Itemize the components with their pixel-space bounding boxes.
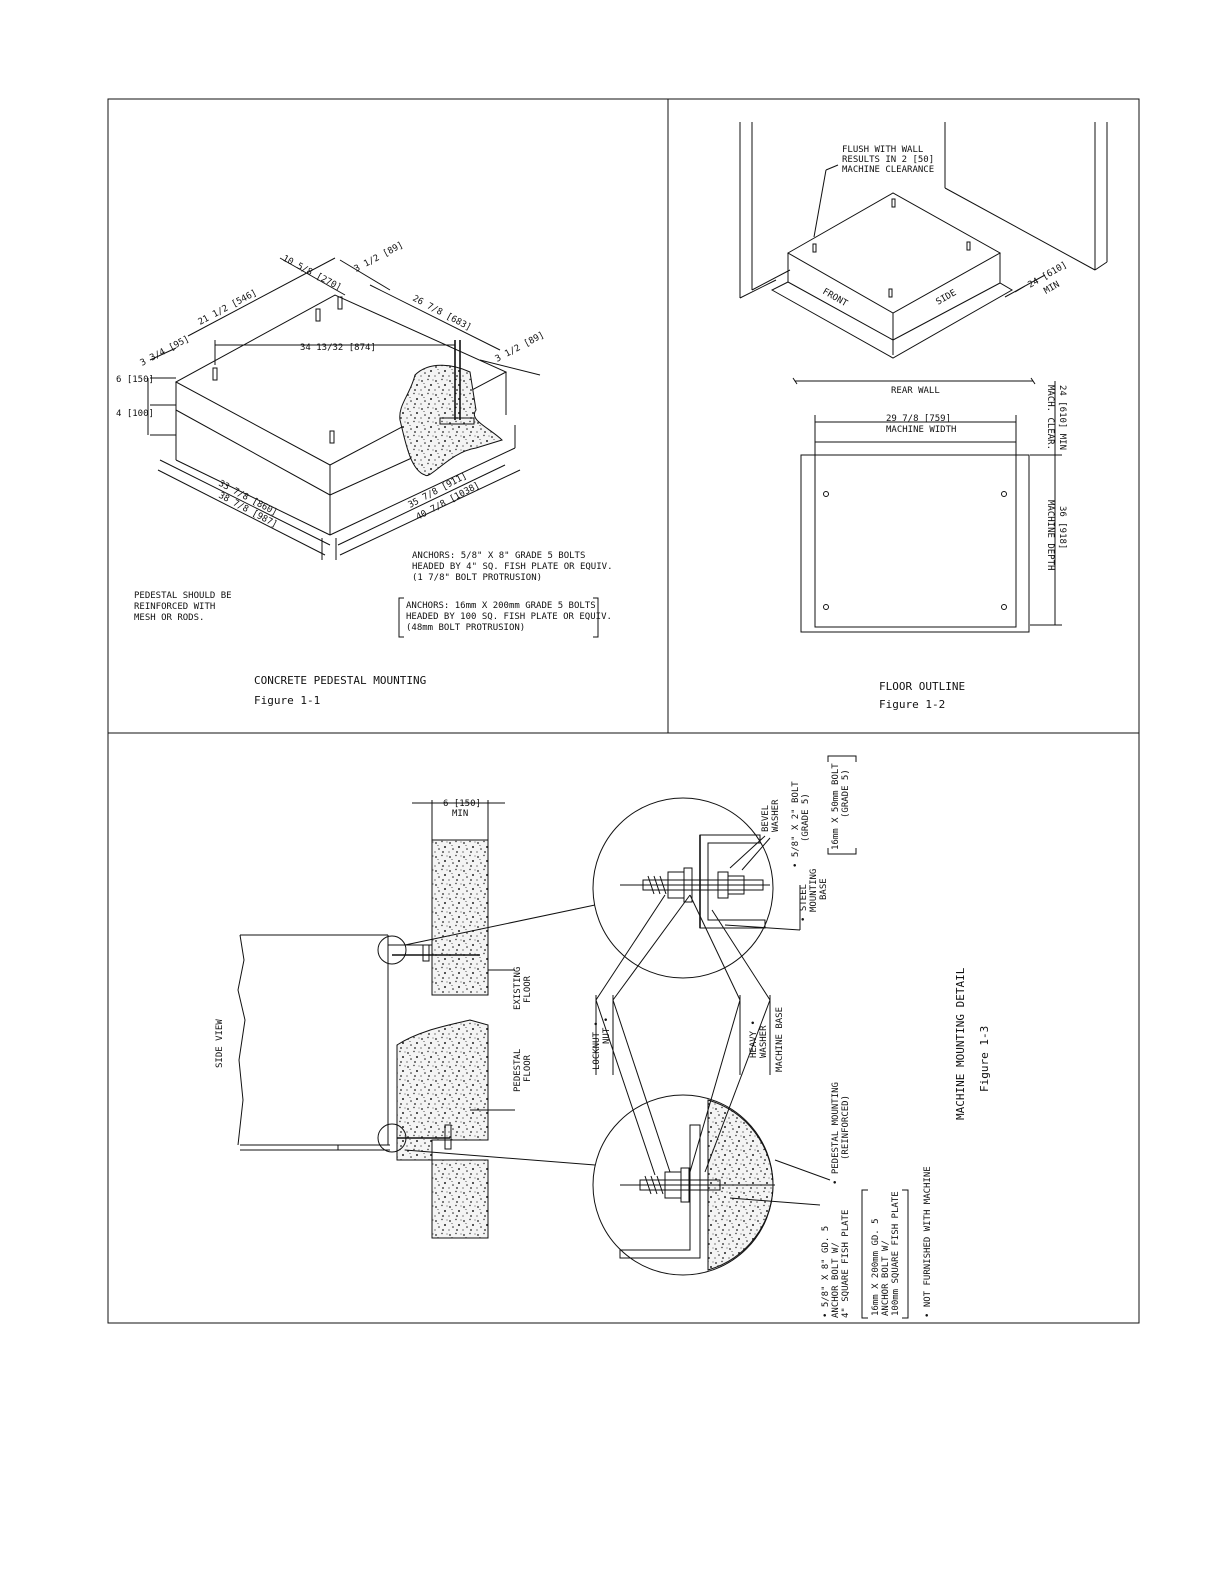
anchor-in-line-3: 4" SQUARE FISH PLATE: [841, 1210, 851, 1318]
existing-floor-line-2: FLOOR: [523, 975, 533, 1003]
dim-min-label: MIN: [452, 809, 468, 819]
heavy-washer-line-1: HEAVY •: [749, 1020, 759, 1058]
figure-1-3-upper-detail: [592, 797, 801, 979]
figure-1-2-number: Figure 1-2: [879, 698, 945, 711]
flush-note-line-2: RESULTS IN 2 [50]: [842, 155, 934, 165]
bolt-in-line-2: (GRADE 5): [801, 793, 811, 842]
pedestal-note-line-2: REINFORCED WITH: [134, 602, 215, 612]
figure-1-1-notes: ANCHORS: 5/8" X 8" GRADE 5 BOLTS HEADED …: [134, 551, 612, 707]
mach-clear-line-1: 24 [610] MIN: [1057, 385, 1067, 450]
figure-1-3-labels: 6 [150] MIN SIDE VIEW EXISTING FLOOR PED…: [215, 755, 991, 1319]
figure-1-3-number: Figure 1-3: [978, 1026, 991, 1092]
not-furnished-label: • NOT FURNISHED WITH MACHINE: [923, 1166, 933, 1318]
anchor-mm-line-3: 100mm SQUARE FISH PLATE: [891, 1191, 901, 1316]
anchors-in-line-3: (1 7/8" BOLT PROTRUSION): [412, 573, 542, 583]
bolt-in-line-1: • 5/8" X 2" BOLT: [791, 781, 801, 868]
pedestal-note-line-1: PEDESTAL SHOULD BE: [134, 591, 232, 601]
dim-3-1-2-right: 3 1/2 [89]: [494, 330, 547, 364]
figure-1-2-plan-labels: REAR WALL 29 7/8 [759] MACHINE WIDTH 24 …: [879, 385, 1067, 711]
anchors-mm-line-2: HEADED BY 100 SQ. FISH PLATE OR EQUIV.: [406, 612, 612, 622]
nut-label: NUT •: [602, 1017, 612, 1044]
anchor-mm-line-2: ANCHOR BOLT W/: [881, 1240, 891, 1316]
figure-1-2-plan-drawing: [792, 377, 1062, 633]
bevel-washer-line-2: WASHER: [771, 799, 781, 832]
mach-clear-line-2: MACH. CLEAR.: [1045, 385, 1055, 450]
side-label: SIDE: [935, 288, 959, 308]
figure-1-2-title: FLOOR OUTLINE: [879, 680, 965, 693]
pedestal-mounting-line-1: • PEDESTAL MOUNTING: [831, 1082, 841, 1185]
anchors-in-line-1: ANCHORS: 5/8" X 8" GRADE 5 BOLTS: [412, 551, 585, 561]
steel-base-line-3: BASE: [819, 878, 829, 900]
side-view-label: SIDE VIEW: [215, 1019, 225, 1068]
figure-1-3-title: MACHINE MOUNTING DETAIL: [954, 967, 967, 1120]
flush-note-line-3: MACHINE CLEARANCE: [842, 165, 934, 175]
pedestal-mounting-line-2: (REINFORCED): [841, 1095, 851, 1160]
dim-21-1-2: 21 1/2 [546]: [197, 288, 259, 327]
dim-10-5-8: 10 5/8 [270]: [281, 254, 343, 293]
machine-base-label: MACHINE BASE: [775, 1007, 785, 1072]
rear-wall-label: REAR WALL: [891, 386, 940, 396]
machine-depth-value: 36 [918]: [1057, 506, 1067, 549]
figure-1-1-number: Figure 1-1: [254, 694, 320, 707]
figure-1-1-title: CONCRETE PEDESTAL MOUNTING: [254, 674, 426, 687]
figure-1-1-pedestal-drawing: [147, 257, 541, 560]
figure-1-3-side-view-drawing: [237, 800, 596, 1239]
flush-note-line-1: FLUSH WITH WALL: [842, 145, 923, 155]
steel-base-line-2: MOUNTING: [809, 869, 819, 912]
dim-3-3-4: 3 3/4 [95]: [139, 334, 192, 368]
anchor-in-line-1: • 5/8" X 8" GD. 5: [821, 1226, 831, 1318]
pedestal-floor-line-1: PEDESTAL: [513, 1049, 523, 1092]
machine-depth-label: MACHINE DEPTH: [1045, 500, 1055, 570]
machine-width-label: MACHINE WIDTH: [886, 425, 956, 435]
machine-width-value: 29 7/8 [759]: [886, 414, 951, 424]
figure-1-2-iso-drawing: [739, 122, 1108, 359]
pedestal-note-line-3: MESH OR RODS.: [134, 613, 204, 623]
bevel-washer-line-1: BEVEL: [761, 805, 771, 832]
anchors-mm-line-3: (48mm BOLT PROTRUSION): [406, 623, 525, 633]
bolt-mm-line-2: (GRADE 5): [841, 769, 851, 818]
dim-34-13-32: 34 13/32 [874]: [300, 343, 376, 353]
anchors-mm-line-1: ANCHORS: 16mm X 200mm GRADE 5 BOLTS: [406, 601, 596, 611]
dim-6-150: 6 [150]: [116, 375, 154, 385]
sheet-frame: [107, 98, 1140, 1324]
anchor-in-line-2: ANCHOR BOLT W/: [831, 1242, 841, 1318]
dim-26-7-8: 26 7/8 [683]: [411, 294, 473, 333]
dim-4-100: 4 [100]: [116, 409, 154, 419]
steel-base-line-1: • STEEL: [799, 884, 809, 922]
figure-1-3-center-leaders: [595, 894, 771, 1176]
bolt-mm-line-1: 16mm X 50mm BOLT: [831, 763, 841, 850]
locknut-label: LOCKNUT •: [592, 1021, 602, 1070]
anchors-in-line-2: HEADED BY 4" SQ. FISH PLATE OR EQUIV.: [412, 562, 612, 572]
dim-6-150-min: 6 [150]: [443, 799, 481, 809]
front-label: FRONT: [821, 287, 850, 309]
heavy-washer-line-2: WASHER: [759, 1025, 769, 1058]
dim-3-1-2-top: 3 1/2 [89]: [353, 240, 406, 274]
existing-floor-line-1: EXISTING: [513, 967, 523, 1010]
figure-1-3-lower-detail: [592, 1094, 831, 1276]
pedestal-floor-line-2: FLOOR: [523, 1054, 533, 1082]
anchor-mm-line-1: 16mm X 200mm GD. 5: [871, 1218, 881, 1316]
